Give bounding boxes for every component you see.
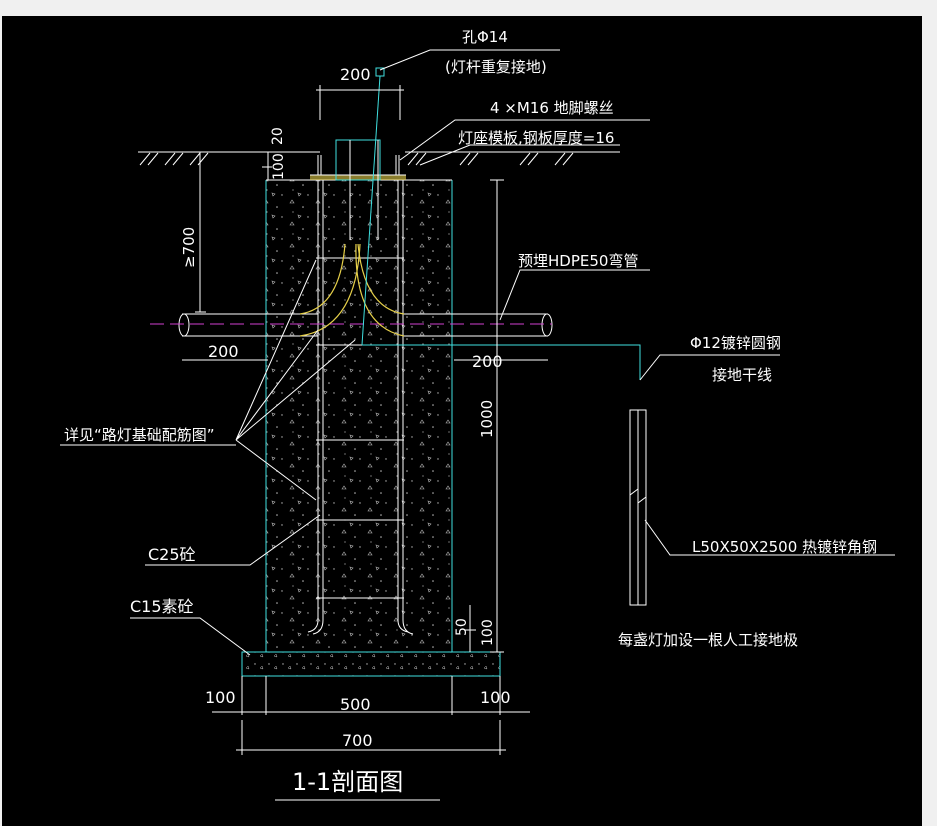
- viewer-top-bar: [0, 0, 937, 16]
- drawing-title: 1-1剖面图: [292, 768, 403, 796]
- ground-conductor: [361, 67, 647, 606]
- drawing-area[interactable]: [2, 16, 922, 826]
- dim-50: 50: [454, 618, 470, 636]
- dimension-lines: [182, 85, 548, 755]
- label-hole: 孔Φ14: [462, 28, 508, 46]
- label-ground-wire: Φ12镀锌圆钢: [690, 334, 781, 352]
- dim-bottom-left-100: 100: [205, 688, 236, 707]
- dim-20: 20: [270, 127, 286, 145]
- dim-top-200: 200: [340, 65, 371, 84]
- ground-surface: [138, 151, 620, 166]
- label-concrete: C25砼: [148, 545, 196, 564]
- plain-concrete-base: [241, 651, 501, 677]
- label-pipe: 预埋HDPE50弯管: [518, 252, 638, 270]
- label-plate: 灯座模板,钢板厚度=16: [458, 129, 614, 147]
- dim-pipe-left: 200: [208, 342, 239, 361]
- label-plain-concrete: C15素砼: [130, 597, 194, 616]
- label-hole-note: (灯杆重复接地): [445, 58, 547, 76]
- dim-bottom-500: 500: [340, 695, 371, 714]
- viewer-right-bar: [922, 16, 937, 826]
- foundation-body: [265, 139, 453, 652]
- label-ground-wire-note: 接地干线: [712, 366, 772, 384]
- dim-100: 100: [271, 153, 287, 180]
- leader-lines: [60, 49, 895, 801]
- label-angle-steel: L50X50X2500 热镀锌角钢: [692, 538, 877, 556]
- label-bolts: 4 ×M16 地脚螺丝: [490, 99, 614, 117]
- dim-height-1000: 1000: [478, 400, 496, 438]
- hdpe-conduit: [150, 243, 553, 337]
- label-electrode-note: 每盏灯加设一根人工接地极: [618, 631, 798, 649]
- dim-bottom-right-100: 100: [480, 688, 511, 707]
- label-rebar-ref: 详见“路灯基础配筋图”: [64, 426, 215, 444]
- dim-depth: ≥700: [180, 227, 198, 268]
- dim-100-bottom: 100: [480, 619, 496, 646]
- dim-bottom-700: 700: [342, 731, 373, 750]
- dim-pipe-right: 200: [472, 352, 503, 371]
